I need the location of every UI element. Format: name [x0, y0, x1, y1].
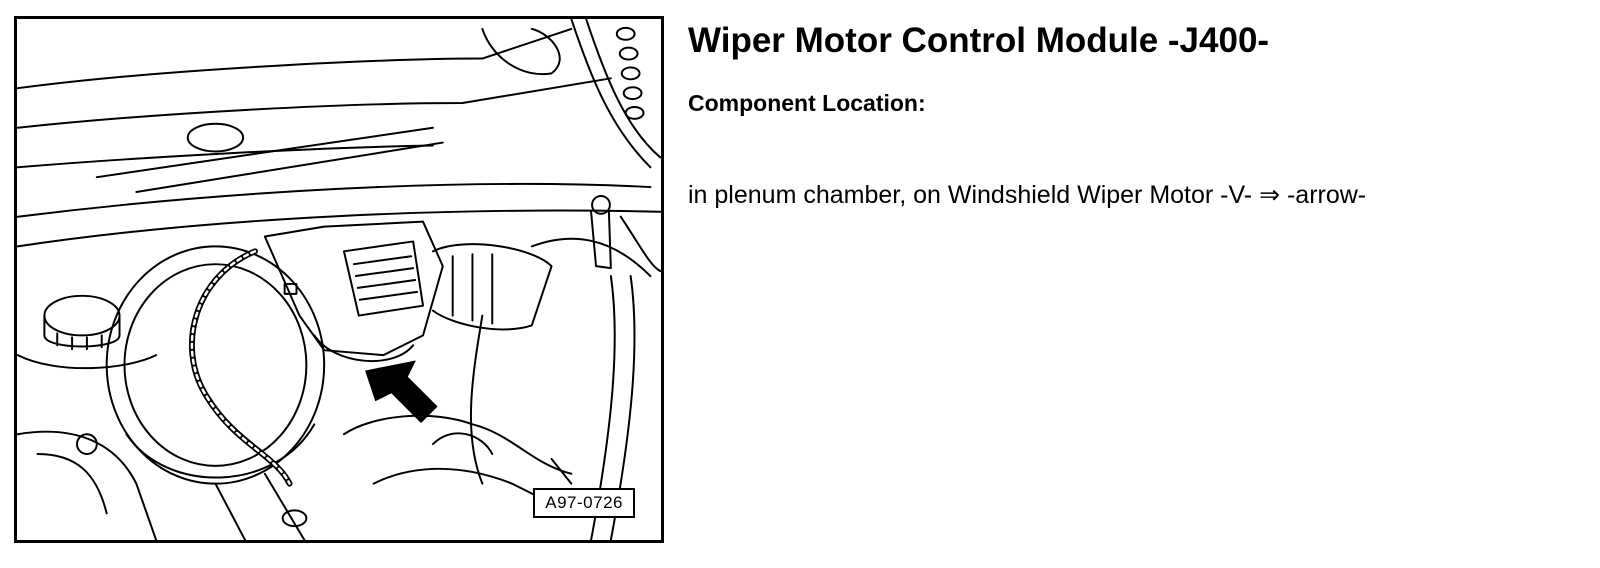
section-heading: Component Location: [688, 90, 926, 116]
wiring-harness-inner [190, 250, 291, 485]
hood-outline [17, 19, 661, 248]
wiper-motor [431, 194, 661, 331]
location-description: in plenum chamber, on Windshield Wiper M… [688, 181, 1367, 209]
reservoir-cap [17, 294, 158, 370]
wiring-harness [189, 248, 293, 487]
arrow-icon [365, 360, 438, 423]
hood-seal [615, 26, 645, 120]
figure-code-label: A97-0726 [533, 488, 635, 518]
component-location-illustration: A97-0726 [14, 16, 664, 543]
page-title: Wiper Motor Control Module -J400- [688, 21, 1270, 60]
control-module [263, 220, 444, 363]
engine-bay-line-drawing [17, 19, 661, 540]
